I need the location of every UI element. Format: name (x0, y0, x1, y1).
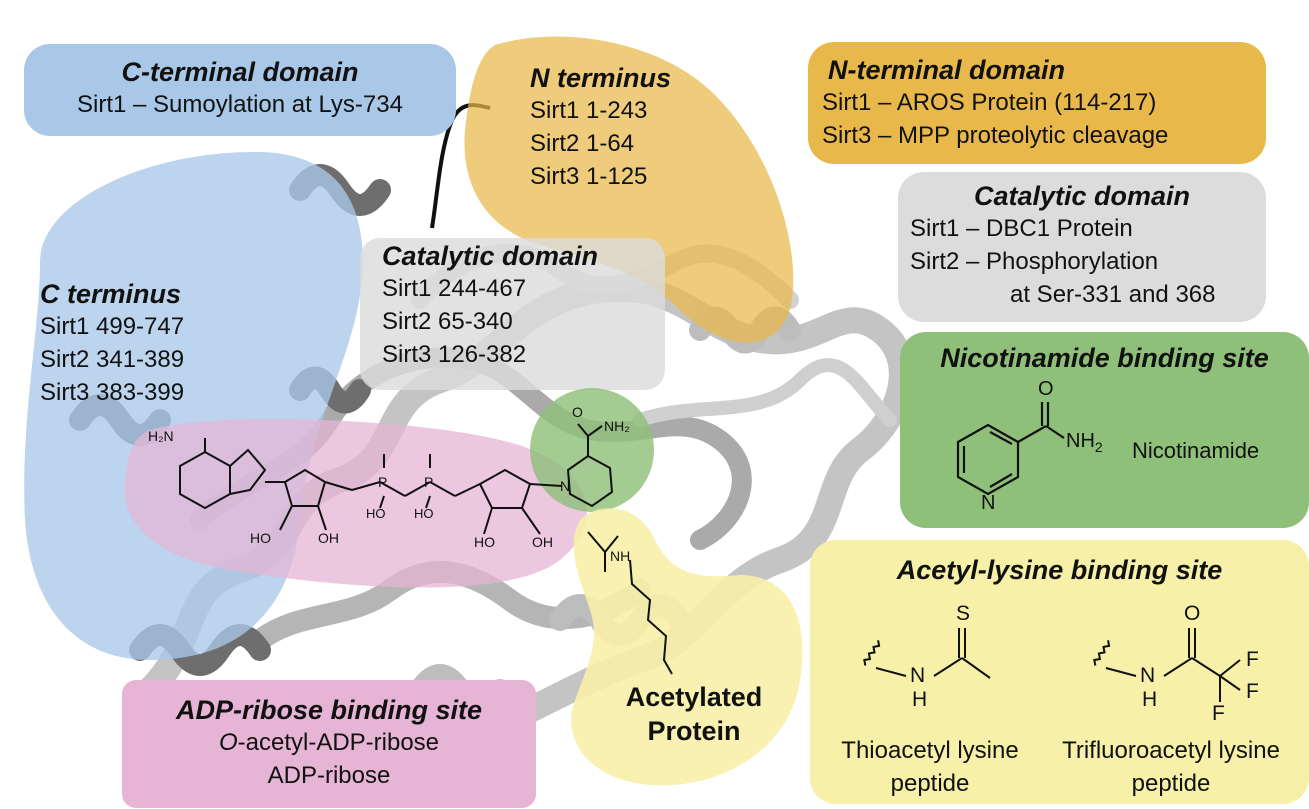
acetyl-lysine-site-panel: Acetyl-lysine binding site S N H O N H F… (810, 540, 1309, 804)
catalytic-highlight (360, 238, 665, 390)
n-terminus-label: N terminus Sirt1 1-243 Sirt2 1-64 Sirt3 … (530, 62, 671, 193)
c-terminal-domain-line: Sirt1 – Sumoylation at Lys-734 (77, 91, 403, 118)
trifluoroacetyl-structure (1093, 628, 1241, 702)
catalytic-domain-line1: Sirt1 – DBC1 Protein (910, 215, 1133, 242)
trifluoroacetyl-atom-o: O (1184, 602, 1201, 625)
nicotinamide-site-title: Nicotinamide binding site (940, 343, 1269, 373)
thioacetyl-atom-n: N (910, 664, 926, 687)
ligand-label-ho2: HO (414, 506, 434, 521)
nicotinamide-atom-n: N (981, 492, 996, 514)
nicotinamide-structure (956, 402, 1065, 496)
ligand-label-conh2-o: O (572, 404, 583, 420)
adp-ribose-highlight (124, 419, 587, 588)
adp-ribose-site-line1: O-acetyl-ADP-ribose (218, 729, 440, 756)
ligand-label-n: N (560, 478, 571, 494)
n-terminal-domain-line1: Sirt1 – AROS Protein (114-217) (822, 89, 1157, 116)
thioacetyl-name: Thioacetyl lysine peptide (841, 737, 1019, 797)
c-terminus-sirt3: Sirt3 383-399 (40, 379, 185, 406)
trifluoroacetyl-atom-f3: F (1212, 702, 1225, 725)
trifluoroacetyl-atom-n: N (1140, 664, 1156, 687)
acetylated-protein-label: Acetylated Protein (625, 682, 763, 746)
ligand-label-oh1: OH (318, 530, 339, 546)
ligand-label-ho4: HO (474, 534, 495, 550)
n-terminal-domain-panel: N-terminal domain Sirt1 – AROS Protein (… (808, 42, 1266, 164)
n-terminus-highlight (464, 36, 794, 343)
acetyl-lysine-site-title: Acetyl-lysine binding site (896, 555, 1223, 585)
adp-ribose-site-title: ADP-ribose binding site (175, 695, 483, 725)
catalytic-domain-line3: at Ser-331 and 368 (1010, 281, 1216, 308)
adp-ribose-site-line2: ADP-ribose (267, 762, 391, 789)
catalytic-domain-line2: Sirt2 – Phosphorylation (910, 248, 1159, 275)
catalytic-region-sirt3: Sirt3 126-382 (382, 341, 527, 368)
nicotinamide-highlight (530, 388, 654, 512)
ligand-label-p2: P (424, 474, 434, 490)
catalytic-region-sirt2: Sirt2 65-340 (382, 308, 513, 335)
acetyl-lysine-highlight (571, 508, 803, 786)
n-terminus-sirt3: Sirt3 1-125 (530, 163, 648, 190)
n-terminus-sirt1: Sirt1 1-243 (530, 97, 648, 124)
catalytic-domain-title: Catalytic domain (973, 181, 1191, 211)
thioacetyl-atom-s: S (956, 602, 971, 625)
n-terminus-title: N terminus (530, 63, 672, 93)
trifluoroacetyl-atom-h: H (1142, 688, 1158, 711)
adp-ribose-site-panel: ADP-ribose binding site O-acetyl-ADP-rib… (122, 680, 536, 808)
c-terminus-label: C terminus Sirt1 499-747 Sirt2 341-389 S… (40, 278, 184, 409)
nicotinamide-compound-name: Nicotinamide (1132, 438, 1260, 463)
nicotinamide-site-panel: Nicotinamide binding site O NH2 N Nicoti… (900, 332, 1309, 528)
c-terminus-title: C terminus (40, 279, 182, 309)
ligand-label-nh: NH (610, 548, 631, 564)
nicotinamide-atom-nh2: NH2 (1066, 430, 1103, 455)
ligand-label-ho1: HO (366, 506, 386, 521)
c-terminal-domain-panel: C-terminal domain Sirt1 – Sumoylation at… (24, 44, 456, 136)
c-terminal-domain-title: C-terminal domain (121, 57, 359, 87)
catalytic-region-sirt1: Sirt1 244-467 (382, 275, 527, 302)
ligand-label-h2n: H₂N (148, 428, 174, 444)
ligand-label-ho3: HO (250, 530, 271, 546)
catalytic-domain-panel: Catalytic domain Sirt1 – DBC1 Protein Si… (898, 172, 1266, 322)
ligand-label-oh2: OH (532, 534, 553, 550)
ligand-label-p1: P (378, 474, 388, 490)
catalytic-region-label: Catalytic domain Sirt1 244-467 Sirt2 65-… (382, 240, 598, 371)
trifluoroacetyl-atom-f2: F (1246, 680, 1259, 703)
c-terminus-sirt2: Sirt2 341-389 (40, 346, 185, 373)
c-terminus-sirt1: Sirt1 499-747 (40, 313, 185, 340)
n-terminus-sirt2: Sirt2 1-64 (530, 130, 635, 157)
acetyl-lysine-ligand (587, 531, 673, 675)
nicotinamide-atom-o: O (1038, 378, 1054, 400)
ligand-label-conh2-nh2: NH₂ (604, 418, 630, 434)
n-terminal-domain-title: N-terminal domain (828, 55, 1066, 85)
thioacetyl-structure (863, 628, 991, 679)
trifluoroacetyl-name: Trifluoroacetyl lysine peptide (1062, 737, 1280, 797)
catalytic-region-title: Catalytic domain (382, 241, 599, 271)
n-terminal-domain-line2: Sirt3 – MPP proteolytic cleavage (822, 122, 1169, 149)
thioacetyl-atom-h: H (912, 688, 928, 711)
trifluoroacetyl-atom-f1: F (1246, 648, 1259, 671)
adp-ribose-ligand (179, 423, 614, 535)
